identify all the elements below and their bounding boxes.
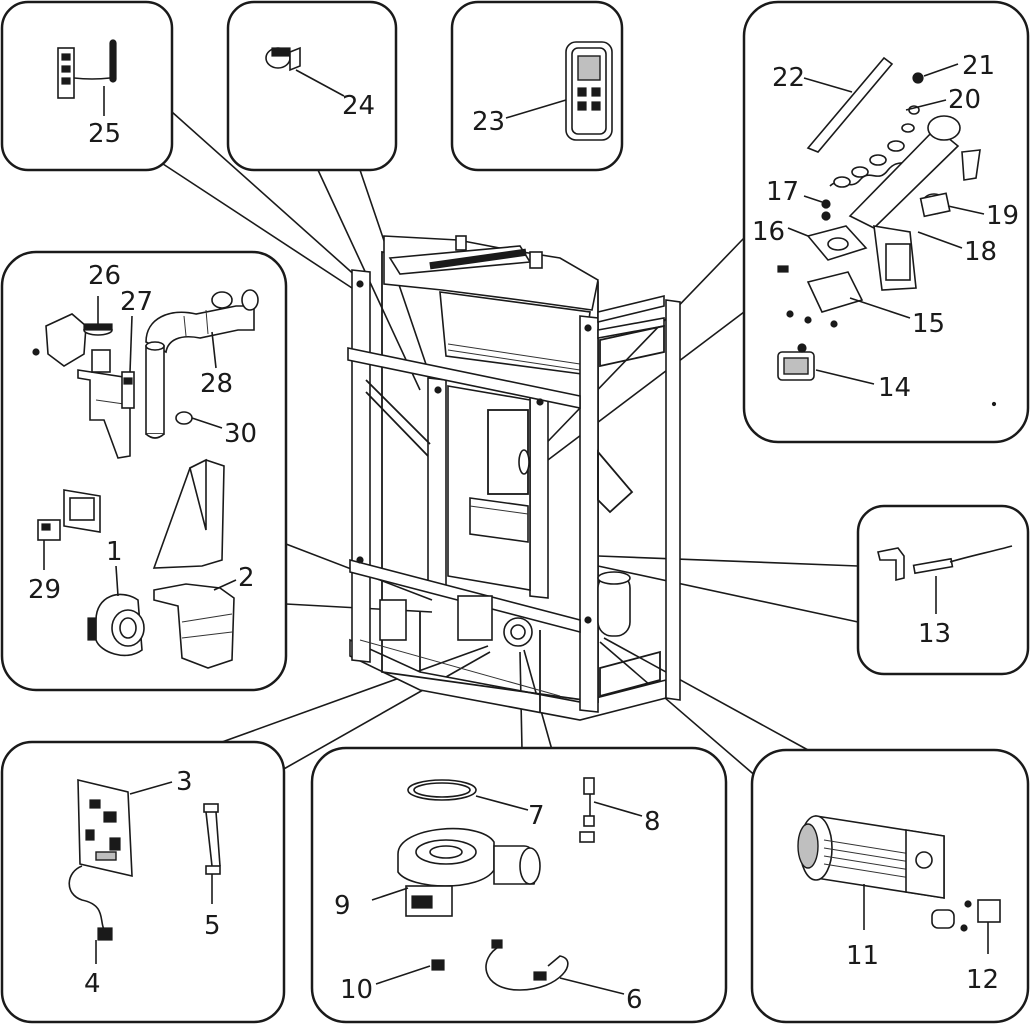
auger-rail-part <box>803 56 894 153</box>
callout-label-20: 20 <box>948 85 981 115</box>
callout-label-26: 26 <box>88 261 121 291</box>
flue-pipe-part <box>145 289 259 369</box>
callout-box-blower: 7 8 9 10 6 <box>310 746 728 1024</box>
fan-capacitor-part <box>931 899 1001 954</box>
callout-box-23: 23 <box>450 0 624 172</box>
display-panel-part <box>37 489 101 570</box>
callout-label-5: 5 <box>204 911 221 941</box>
callout-label-13: 13 <box>918 619 951 649</box>
callout-label-8: 8 <box>644 807 661 837</box>
pressure-switch-part <box>121 315 135 409</box>
ribbon-cable-part <box>203 803 221 904</box>
clamp-part <box>265 46 345 97</box>
callout-label-29: 29 <box>28 575 61 605</box>
callout-label-16: 16 <box>752 217 785 247</box>
motor-plate-part <box>777 265 911 328</box>
callout-label-1: 1 <box>106 537 123 567</box>
callout-label-18: 18 <box>964 237 997 267</box>
gasket-part <box>407 779 529 811</box>
control-board-part <box>77 778 173 878</box>
combustion-blower-part <box>371 827 541 917</box>
cable-harness-part <box>68 865 113 964</box>
callout-label-14: 14 <box>878 373 911 403</box>
callout-label-17: 17 <box>766 177 799 207</box>
callout-label-25: 25 <box>88 119 121 149</box>
callout-box-24: 24 <box>226 0 398 172</box>
remote-control-part <box>505 41 613 141</box>
wifi-module-part <box>57 39 117 116</box>
callout-box-exhaust: 26 27 28 30 1 2 29 <box>0 250 288 692</box>
exhaust-cover-part <box>32 296 113 367</box>
callout-label-3: 3 <box>176 767 193 797</box>
callout-box-fan: 11 12 <box>750 748 1030 1024</box>
tangential-fan-part <box>797 815 945 930</box>
callout-label-4: 4 <box>84 969 101 999</box>
callout-label-30: 30 <box>224 419 257 449</box>
auger-screw-part <box>829 99 947 188</box>
callout-box-electronics: 3 4 5 <box>0 740 286 1024</box>
connector-part <box>375 959 445 985</box>
callout-label-19: 19 <box>986 201 1019 231</box>
sensor-part <box>579 777 643 843</box>
callout-box-auger: 22 21 20 17 19 16 18 15 14 <box>742 0 1030 444</box>
callout-label-2: 2 <box>238 563 255 593</box>
callout-label-12: 12 <box>966 965 999 995</box>
air-duct-part <box>152 458 237 669</box>
motor-flange-part <box>787 225 868 261</box>
callout-label-10: 10 <box>340 975 373 1005</box>
exhaust-fan-part <box>87 565 145 657</box>
callout-label-27: 27 <box>120 287 153 317</box>
callout-label-11: 11 <box>846 941 879 971</box>
callout-label-22: 22 <box>772 63 805 93</box>
callout-box-25: 25 <box>0 0 174 172</box>
flue-tube-part <box>145 341 223 439</box>
callout-box-13: 13 <box>856 504 1030 676</box>
small-washer-part <box>821 199 831 209</box>
callout-label-23: 23 <box>472 107 505 137</box>
exhaust-bracket-part <box>77 349 131 459</box>
callout-label-21: 21 <box>962 51 995 81</box>
callout-label-15: 15 <box>912 309 945 339</box>
auger-sleeve-part <box>919 192 985 218</box>
callout-label-7: 7 <box>528 801 545 831</box>
auger-nut-part <box>912 72 924 84</box>
gear-motor-part <box>777 343 875 385</box>
auger-tube-part <box>848 115 981 291</box>
callout-label-24: 24 <box>342 91 375 121</box>
callout-label-28: 28 <box>200 369 233 399</box>
stove-frame <box>347 235 681 721</box>
callout-label-6: 6 <box>626 985 643 1015</box>
igniter-part <box>877 545 1013 614</box>
sensor-cable-part <box>485 939 625 995</box>
callout-label-9: 9 <box>334 891 351 921</box>
